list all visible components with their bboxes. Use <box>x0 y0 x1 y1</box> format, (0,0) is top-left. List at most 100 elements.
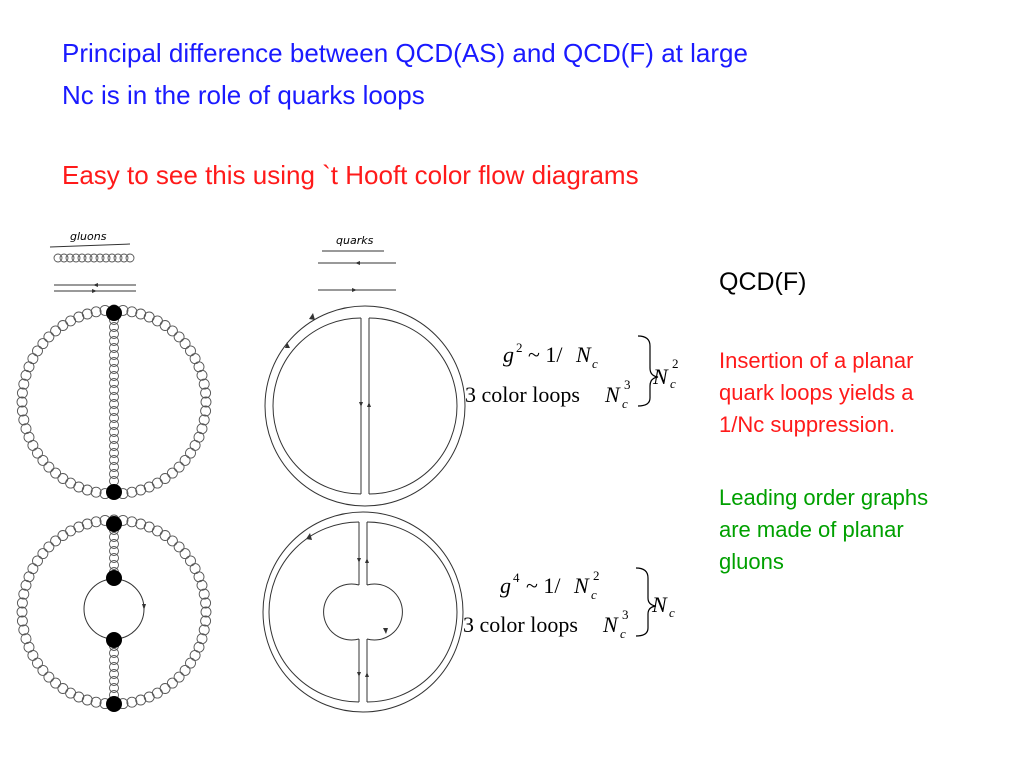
gluon-ring <box>16 514 212 710</box>
gluon-coil-loop <box>90 306 102 318</box>
gluon-coil-loop <box>109 427 119 437</box>
gluon-coil-loop <box>90 696 102 708</box>
gluon-coil-loop <box>198 588 210 600</box>
gluon-coil-loop <box>109 322 119 332</box>
formula-loops: 3 color loops <box>465 382 580 407</box>
gluon-coil-loop <box>57 473 69 484</box>
gluon-coil-loop <box>18 378 30 390</box>
gluon-coil-loop <box>81 518 93 530</box>
gluon-coil-loop <box>159 683 171 694</box>
gluon-coil-loop <box>18 414 30 426</box>
gluon-coil-loop <box>109 462 119 472</box>
gluon-coil-loop <box>18 588 30 600</box>
gluon-coil-loop <box>109 420 119 430</box>
gluon-coil-loop <box>57 683 69 694</box>
gluon-coil-loop <box>135 694 147 706</box>
gluon-coil-loop <box>109 662 119 672</box>
gluon-coil-loop <box>109 350 119 360</box>
gluon-coil-loop <box>196 579 208 591</box>
formula-loops: 3 color loops <box>463 612 578 637</box>
gluon-coil-loop <box>126 306 138 318</box>
gluon-coil-loop <box>109 343 119 353</box>
gluon-coil-loop <box>43 541 55 553</box>
gluons-label-underline <box>49 243 131 248</box>
quark-loop <box>83 578 145 640</box>
side-red-line: 1/Nc suppression. <box>719 412 896 437</box>
arrow-icon <box>92 289 97 293</box>
gluon-coil-loop <box>196 369 208 381</box>
gluon-coil-loop <box>173 331 185 343</box>
gluons-label: gluons <box>70 230 107 243</box>
gluon-coil-loop <box>159 530 171 541</box>
arrow-icon <box>93 283 98 287</box>
gluon-coil-loop <box>71 253 81 263</box>
gluon-coil-loop <box>179 664 191 676</box>
gluon-coil-loop <box>200 387 212 399</box>
gluon-coil-loop <box>109 336 119 346</box>
gluon-coil-loop <box>109 406 119 416</box>
formula-g: g <box>503 342 514 367</box>
arrow-icon <box>367 402 371 407</box>
gluon-coil-loop <box>200 405 212 417</box>
gluon-coil-loop <box>27 353 39 365</box>
gluon-coil-loop <box>179 454 191 466</box>
formula-n-sub: c <box>591 587 597 602</box>
gluon-coil-loop <box>109 329 119 339</box>
outer-left-arc <box>272 317 362 495</box>
gluon-coil-loop <box>173 461 185 473</box>
formula-g-exponent: 4 <box>513 570 520 585</box>
brace-icon <box>635 567 657 637</box>
formula-n-sub: c <box>622 396 628 411</box>
gluon-coil-loop <box>185 345 196 357</box>
gluon-coil-loop <box>50 535 62 547</box>
side-red-text: Insertion of a planar quark loops yields… <box>719 345 913 441</box>
gluon-coil-loop <box>109 676 119 686</box>
gluon-coil-loop <box>109 364 119 374</box>
gluon-coil-loop <box>200 597 212 609</box>
subheading: Easy to see this using `t Hooft color fl… <box>62 160 639 190</box>
arrow-icon <box>365 672 369 677</box>
vertex-dot <box>106 632 122 648</box>
gluon-coil-loop <box>109 683 119 693</box>
gluon-coil-loop <box>109 655 119 665</box>
formula-bottom: g 4 ~ 1/ N c 2 3 color loops N c 3 N c <box>463 567 675 641</box>
formula-relation: ~ 1/ <box>528 342 563 367</box>
vertex-dot <box>106 305 122 321</box>
formula-result-exponent: 2 <box>672 356 679 371</box>
formula-n: N <box>602 612 619 637</box>
gluon-coil-loop <box>166 535 178 547</box>
formula-g-exponent: 2 <box>516 340 523 355</box>
gluon-coil-loop <box>126 486 138 498</box>
gluon-coil-loop <box>18 624 30 636</box>
gluon-coil-loop <box>179 338 191 350</box>
gluon-coil-loop <box>173 671 185 683</box>
formula-n-sub: c <box>620 626 626 641</box>
vertex-dot <box>106 696 122 712</box>
gluon-coil-loop <box>151 315 163 327</box>
gluon-coil-loop <box>90 516 102 528</box>
double-line-diagram-top <box>264 305 466 507</box>
gluon-coil-loop <box>16 606 28 618</box>
quarks-label: quarks <box>336 234 374 247</box>
gluon-coil-loop <box>198 624 210 636</box>
outer-left-arc <box>268 521 360 703</box>
gluon-coil-loop <box>109 546 119 556</box>
gluon-propagator <box>109 315 119 486</box>
gluon-coil-loop <box>65 477 77 489</box>
gluon-coil-loop <box>109 560 119 570</box>
outer-right-arc <box>368 317 458 495</box>
formula-result-n: N <box>652 364 669 389</box>
outer-circle <box>264 305 466 507</box>
gluon-coil-loop <box>109 441 119 451</box>
gluon-coil-loop <box>50 325 62 337</box>
side-red-line: Insertion of a planar <box>719 348 914 373</box>
vertex-dot <box>106 570 122 586</box>
formula-n-exponent: 3 <box>622 607 629 622</box>
gluon-coil-loop <box>109 385 119 395</box>
gluon-coil-loop <box>109 448 119 458</box>
formula-result-sub: c <box>670 376 676 391</box>
gluon-coil-loop <box>109 469 119 479</box>
arrow-icon <box>383 628 388 634</box>
double-line-diagram-bottom <box>262 511 464 713</box>
gluon-coil-loop <box>77 253 87 263</box>
